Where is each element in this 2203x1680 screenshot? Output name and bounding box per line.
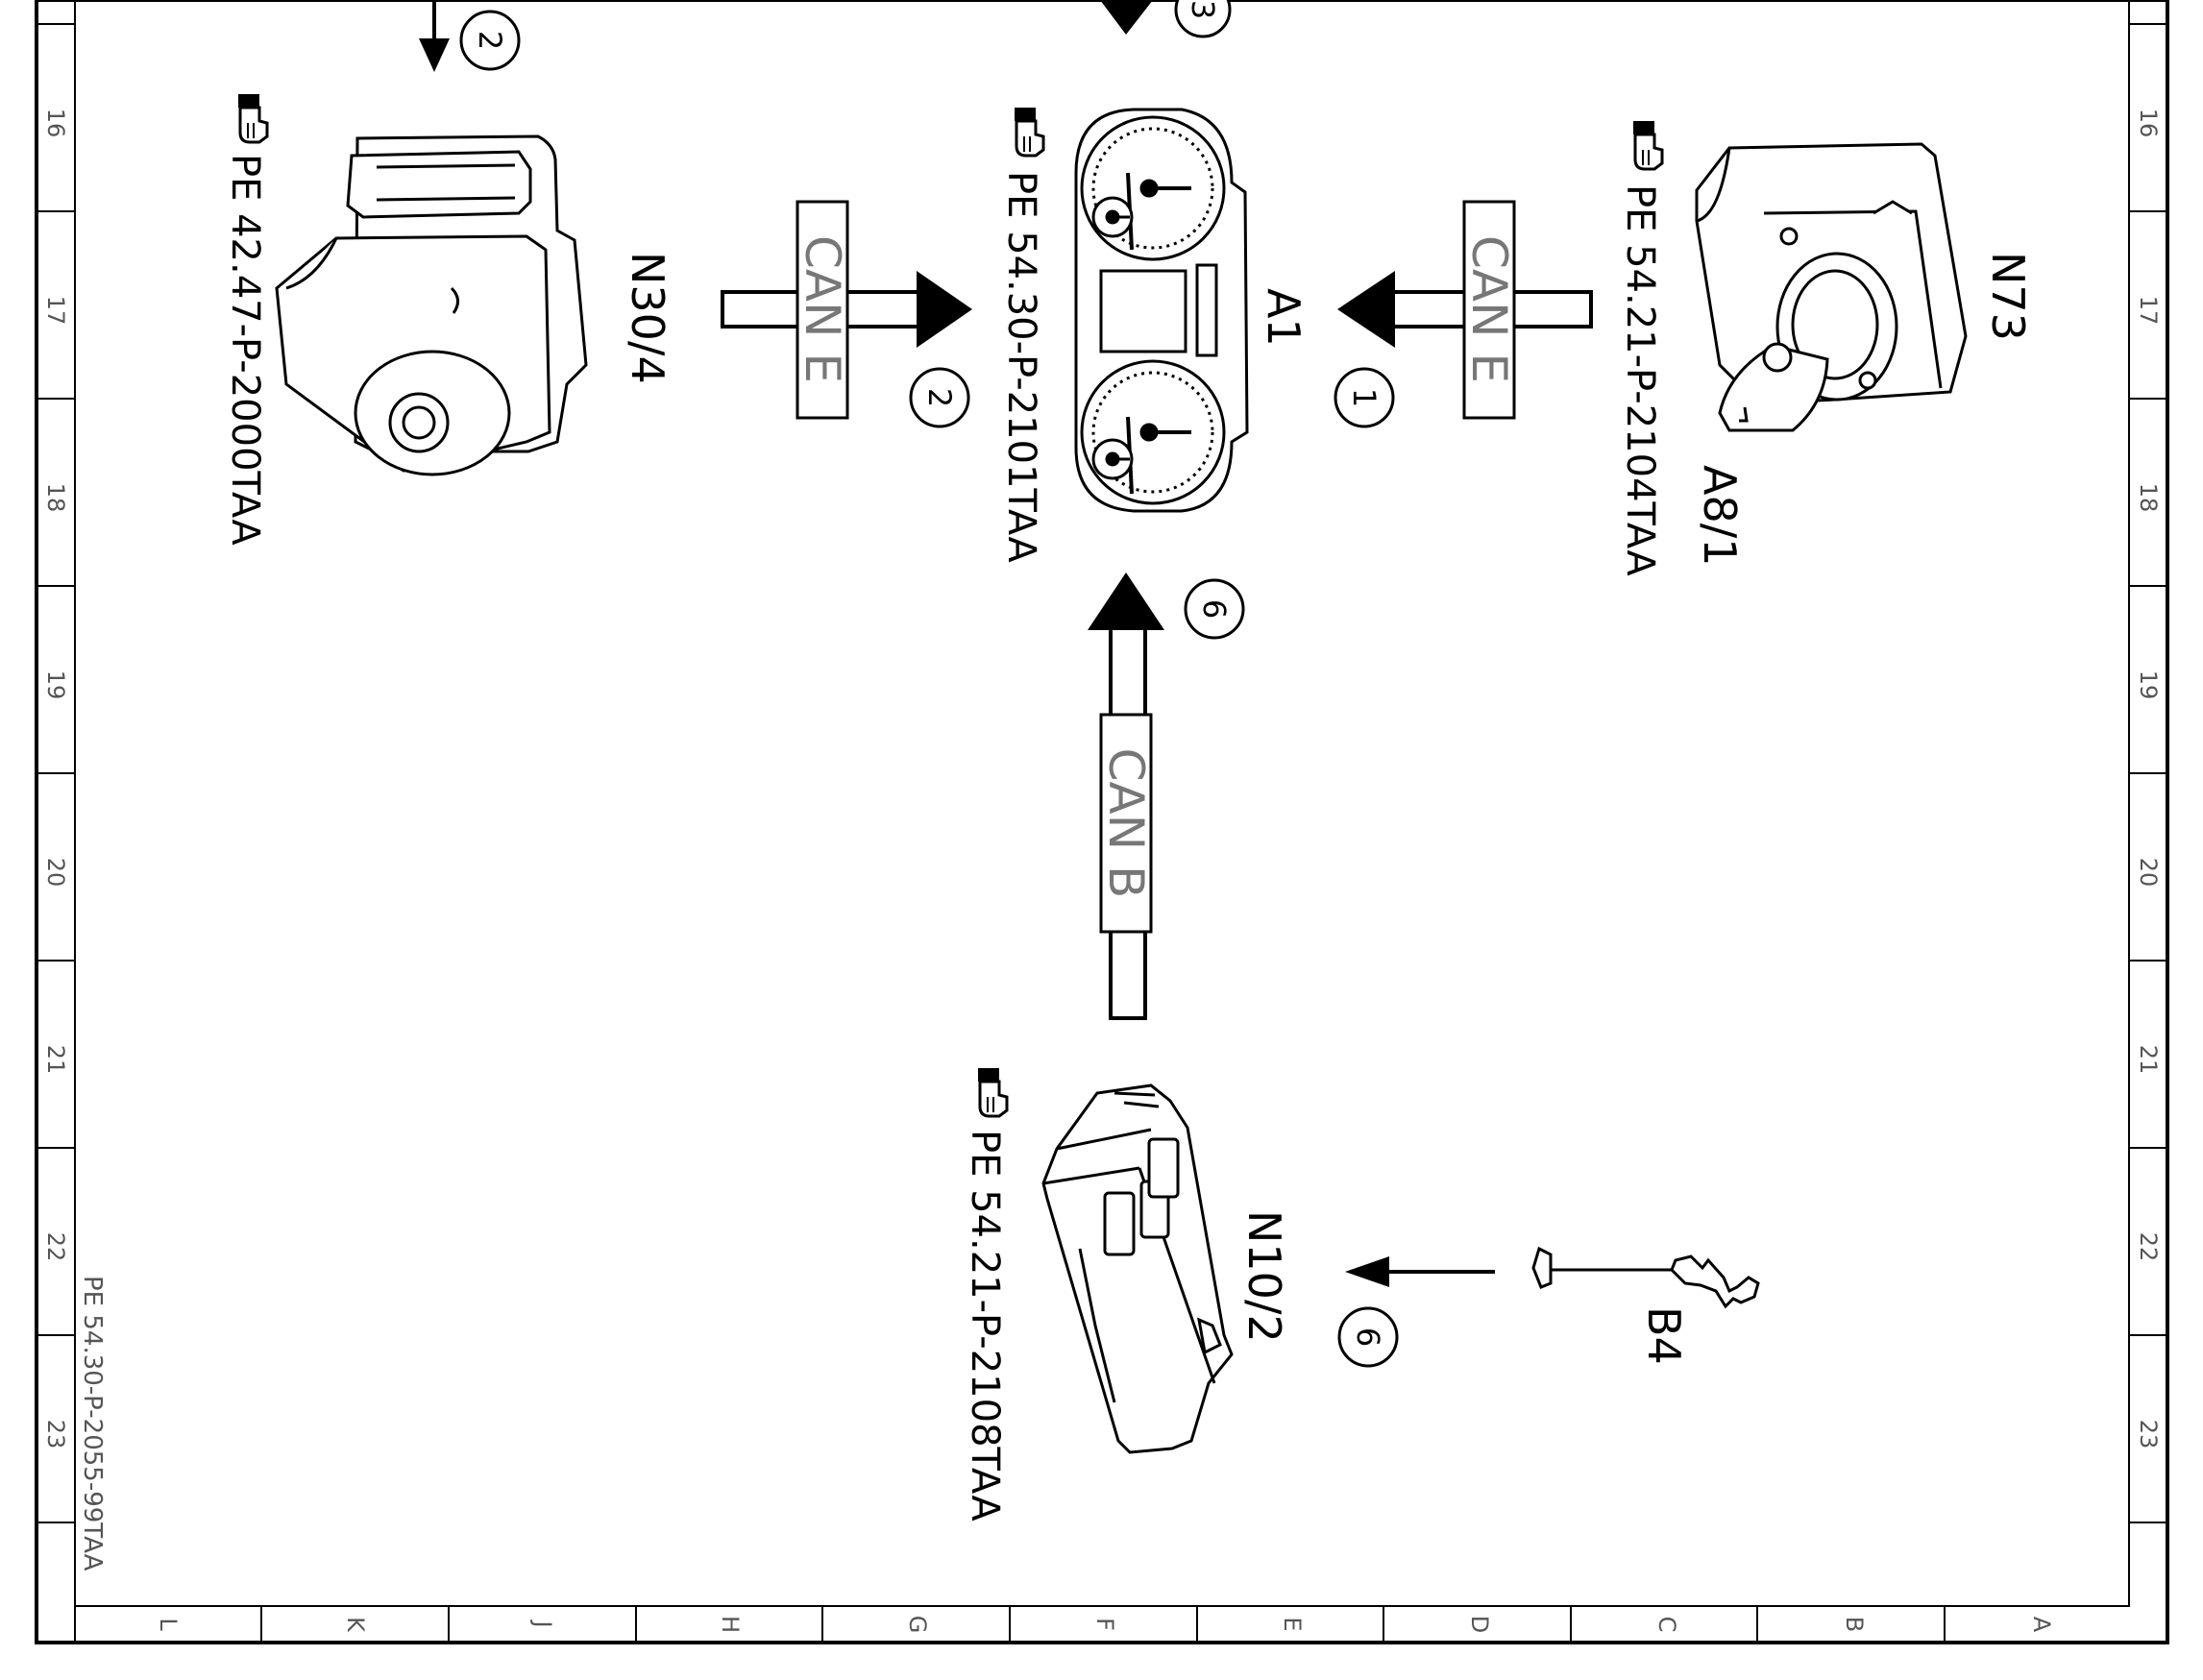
- row-number: 20: [42, 858, 69, 888]
- row-number: 22: [42, 1232, 69, 1262]
- column-letter: F: [1091, 1618, 1118, 1631]
- signal-arrow-sensor-to-sam: [1345, 1256, 1495, 1287]
- bus-label-sam: CAN B: [1098, 748, 1154, 899]
- row-number: 20: [2135, 858, 2162, 888]
- esp-doc-reference[interactable]: PE 42.47-P-2000TAA: [223, 154, 267, 546]
- ignition-key-label: A8/1: [1694, 465, 1746, 567]
- esp-control-unit: [275, 134, 588, 476]
- instrument-cluster: [1074, 108, 1249, 513]
- left-row-numbers: 16 17 18 19 20 21 22 23: [42, 109, 69, 1449]
- row-number: 21: [42, 1045, 69, 1075]
- sam-control-unit: [1041, 1083, 1234, 1454]
- column-letter: B: [1841, 1617, 1868, 1632]
- svg-text:6: 6: [1350, 1327, 1386, 1347]
- row-number: 19: [2135, 670, 2162, 700]
- column-letter: C: [1653, 1617, 1680, 1633]
- svg-text:1: 1: [1346, 388, 1383, 407]
- bus-arrow-esp-to-cluster: [721, 200, 972, 420]
- esp-control-unit-label: N30/4: [622, 252, 673, 384]
- column-letter: K: [342, 1617, 369, 1633]
- column-letters: L K J H G F E D C B A: [155, 1616, 2055, 1634]
- signal-badge: 3: [1174, 0, 1232, 38]
- row-number: 16: [2135, 109, 2162, 138]
- instrument-cluster-label: A1: [1258, 288, 1310, 347]
- signal-badge: 1: [1334, 367, 1395, 428]
- incoming-arrow-top-center: [1100, 0, 1153, 35]
- sam-control-unit-label: N10/2: [1238, 1210, 1290, 1343]
- svg-text:2: 2: [472, 31, 508, 50]
- right-row-numbers: 16 17 18 19 20 21 22 23: [2135, 109, 2162, 1449]
- bus-arrow-eis-to-cluster: [1337, 200, 1593, 420]
- bus-label-esp: CAN E: [795, 235, 850, 383]
- column-letter: D: [1466, 1616, 1493, 1633]
- drawing-frame: [35, 0, 2169, 1644]
- left-row-ticks: [37, 23, 75, 1523]
- bottom-column-ticks: [260, 1606, 1946, 1643]
- row-number: 18: [42, 483, 69, 513]
- eis-control-unit: [1695, 142, 1968, 432]
- pointing-hand-icon: [976, 1066, 1009, 1118]
- bus-label-eis: CAN E: [1461, 235, 1517, 383]
- row-number: 23: [2135, 1420, 2162, 1449]
- svg-text:3: 3: [1185, 0, 1221, 19]
- row-number: 18: [2135, 483, 2162, 513]
- signal-badge: 2: [909, 367, 970, 428]
- fuel-level-sensor: [1531, 1246, 1760, 1309]
- svg-text:6: 6: [1196, 599, 1233, 619]
- column-letter: A: [2028, 1617, 2055, 1633]
- column-letter: E: [1279, 1617, 1306, 1631]
- column-letter: G: [904, 1616, 931, 1634]
- signal-badge: 6: [1337, 1306, 1399, 1368]
- row-number: 22: [2135, 1232, 2162, 1262]
- row-number: 21: [2135, 1045, 2162, 1075]
- pointing-hand-icon: [1013, 106, 1045, 158]
- eis-doc-reference[interactable]: PE 54.21-P-2104TAA: [1618, 184, 1662, 576]
- incoming-arrow-top-left: [419, 0, 450, 72]
- pointing-hand-icon: [1631, 119, 1664, 171]
- sam-doc-reference[interactable]: PE 54.21-P-2108TAA: [963, 1130, 1007, 1522]
- signal-badge: 2: [459, 10, 521, 71]
- column-letter: J: [529, 1619, 556, 1627]
- svg-text:2: 2: [921, 388, 958, 407]
- row-number: 16: [42, 109, 69, 138]
- bus-arrow-sam-to-cluster: [1088, 572, 1164, 1020]
- row-number: 23: [42, 1420, 69, 1449]
- fuel-level-sensor-label: B4: [1638, 1306, 1690, 1365]
- column-letter: H: [717, 1616, 744, 1633]
- row-number: 17: [42, 296, 69, 326]
- eis-control-unit-label: N73: [1982, 252, 2034, 341]
- row-number: 19: [42, 670, 69, 700]
- signal-badge: 6: [1184, 578, 1245, 640]
- cluster-doc-reference[interactable]: PE 54.30-P-2101TAA: [999, 171, 1043, 563]
- pointing-hand-icon: [236, 92, 269, 144]
- sheet-reference: PE 54.30-P-2055-99TAA: [78, 1276, 107, 1571]
- right-row-ticks: [2129, 23, 2167, 1523]
- column-letter: L: [155, 1618, 182, 1631]
- row-number: 17: [2135, 296, 2162, 326]
